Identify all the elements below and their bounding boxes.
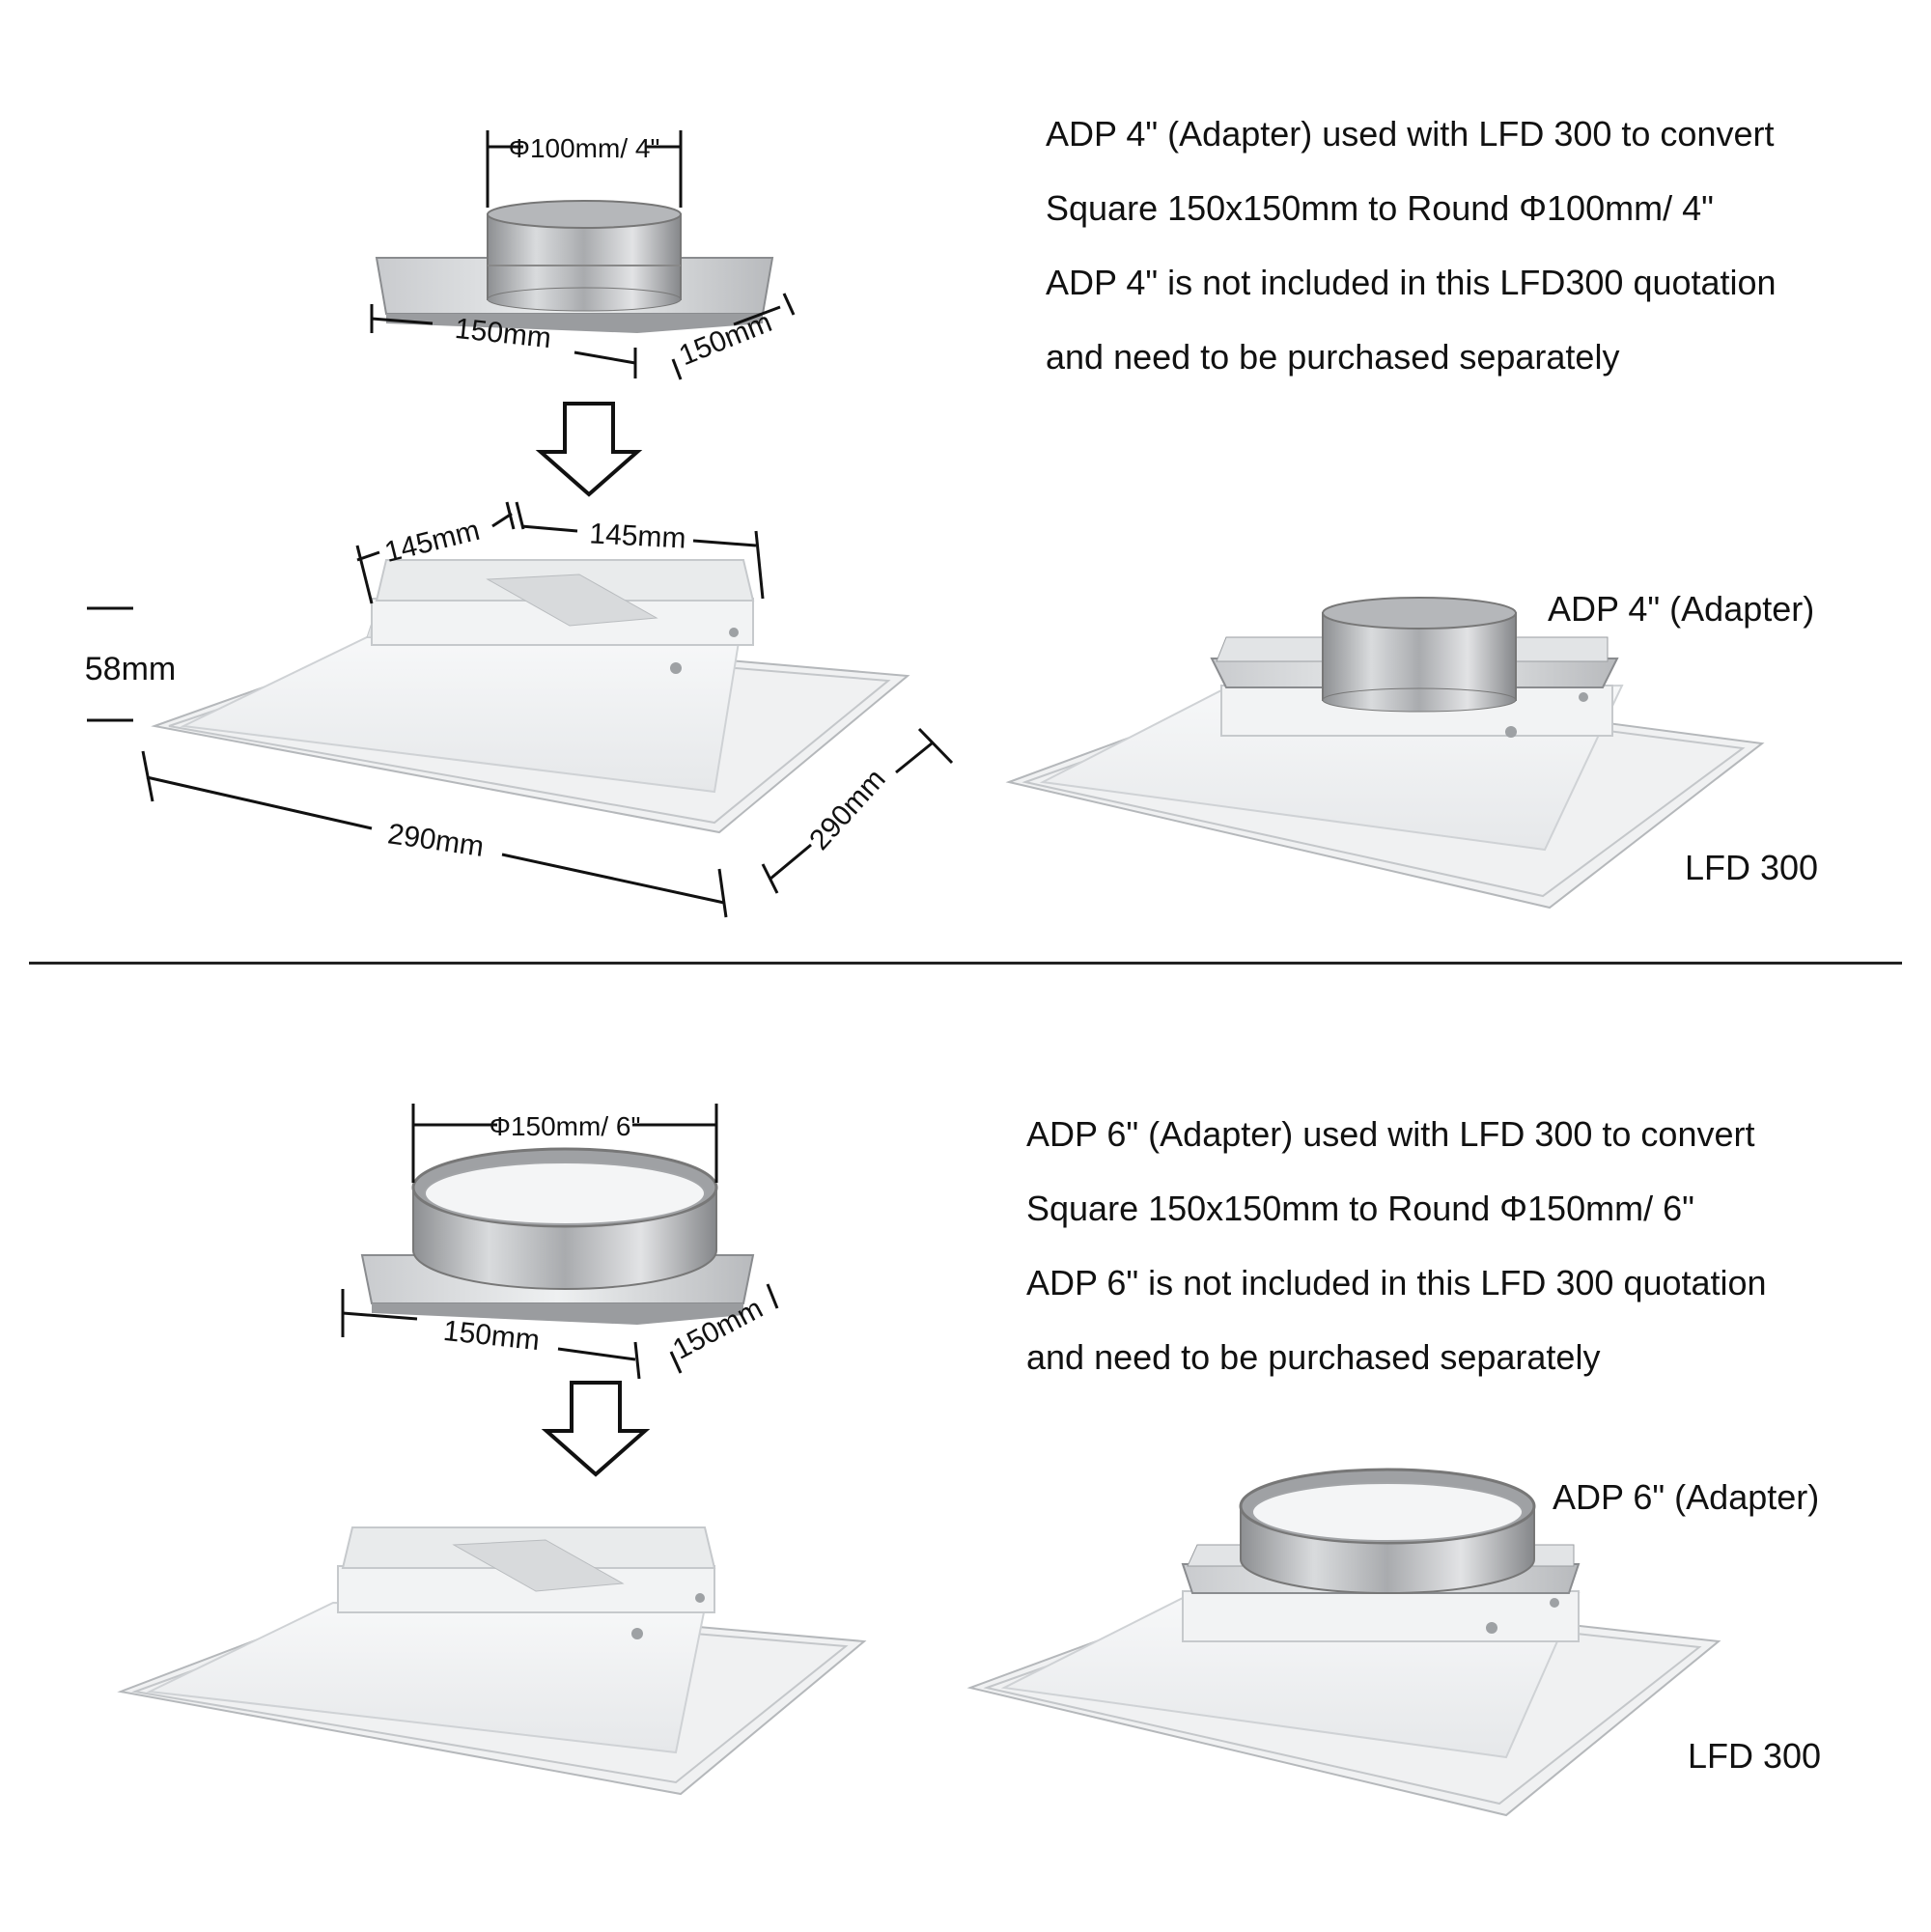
adapter-6in-image: [360, 1147, 755, 1325]
assembled-lfd300-adp4-image: [1005, 597, 1765, 910]
adapter-4in-dimension-lines: [370, 130, 796, 380]
down-arrow-icon: [535, 402, 643, 497]
bottom-description-line: ADP 6" (Adapter) used with LFD 300 to co…: [1026, 1114, 1755, 1154]
bottom-description-line: and need to be purchased separately: [1026, 1337, 1601, 1377]
adapter-6in-diameter-label: Φ150mm/ 6": [490, 1111, 641, 1141]
assembled-adapter-label-top: ADP 4" (Adapter): [1548, 589, 1815, 629]
assembled-diffuser-label-bottom: LFD 300: [1688, 1736, 1822, 1776]
bottom-description-line: Square 150x150mm to Round Φ150mm/ 6": [1026, 1189, 1694, 1228]
down-arrow-icon: [541, 1381, 651, 1477]
diffuser-lfd300-dimension-lines: [87, 501, 954, 918]
bottom-description-line: ADP 6" is not included in this LFD 300 q…: [1026, 1263, 1767, 1302]
diffuser-lfd300-bottom-image: [117, 1526, 867, 1796]
top-description: ADP 4" (Adapter) used with LFD 300 to co…: [1046, 97, 1777, 394]
assembled-lfd300-adp6-image: [966, 1468, 1721, 1817]
section-divider: [29, 962, 1902, 965]
adapter-4in-image: [375, 200, 774, 333]
diffuser-height-label: 58mm: [85, 651, 176, 687]
bottom-description: ADP 6" (Adapter) used with LFD 300 to co…: [1026, 1097, 1767, 1394]
adapter-4in-diameter-label: Φ100mm/ 4": [509, 133, 660, 163]
diffuser-lfd300-image: [151, 559, 910, 834]
diffuser-depth-label: 290mm: [803, 763, 891, 855]
top-description-line: ADP 4" is not included in this LFD300 qu…: [1046, 263, 1777, 302]
assembled-adapter-label-bottom: ADP 6" (Adapter): [1553, 1477, 1820, 1517]
adapter-6in-width-label: 150mm: [442, 1315, 542, 1357]
top-description-line: ADP 4" (Adapter) used with LFD 300 to co…: [1046, 114, 1775, 154]
assembled-diffuser-label-top: LFD 300: [1685, 848, 1819, 887]
adapter-6in-dimension-lines: [341, 1104, 779, 1380]
diffuser-width-label: 290mm: [385, 818, 486, 863]
top-description-line: Square 150x150mm to Round Φ100mm/ 4": [1046, 188, 1714, 228]
top-description-line: and need to be purchased separately: [1046, 337, 1620, 377]
diffuser-neck-depth-label: 145mm: [589, 518, 687, 554]
